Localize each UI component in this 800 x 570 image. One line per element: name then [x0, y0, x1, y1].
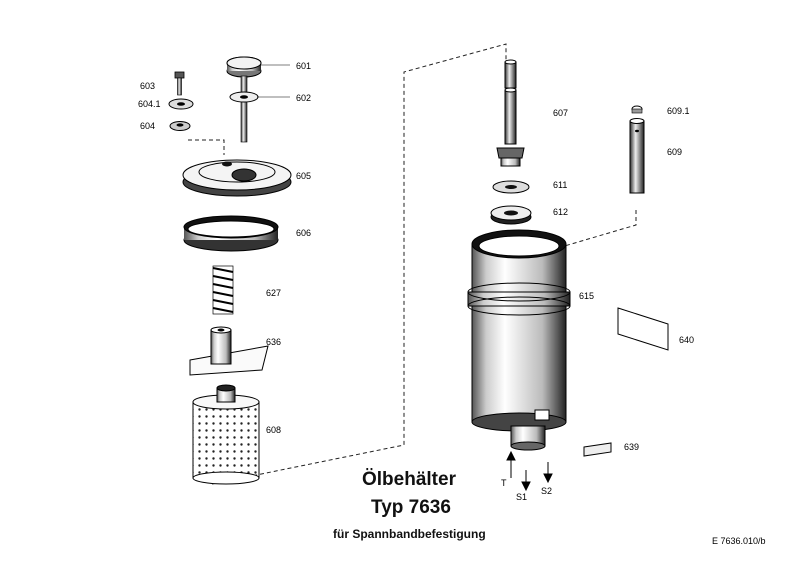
part-602-rod: [229, 75, 259, 143]
label-flow-s2: S2: [541, 486, 552, 496]
label-627: 627: [266, 288, 281, 298]
label-636: 636: [266, 337, 281, 347]
label-602: 602: [296, 93, 311, 103]
part-640-band: [617, 307, 669, 351]
label-609: 609: [667, 147, 682, 157]
part-611-washer: [492, 180, 530, 194]
part-603-bolt: [174, 71, 185, 96]
label-612: 612: [553, 207, 568, 217]
label-608: 608: [266, 425, 281, 435]
part-636-sleeve: [189, 326, 269, 376]
label-604: 604: [140, 121, 155, 131]
label-603: 603: [140, 81, 155, 91]
diagram-subtitle: Typ 7636: [371, 497, 451, 518]
part-606-ring: [183, 215, 279, 252]
flow-arrows: [506, 450, 553, 492]
part-607-pipe: [496, 59, 525, 167]
label-615: 615: [579, 291, 594, 301]
leader-lines: [257, 64, 290, 98]
part-627-spring: [212, 265, 234, 315]
part-605-lid: [182, 159, 292, 197]
label-flow-t: T: [501, 478, 507, 488]
label-605: 605: [296, 171, 311, 181]
label-606: 606: [296, 228, 311, 238]
assembly-guide-lines: [188, 43, 669, 485]
label-609-1: 609.1: [667, 106, 690, 116]
diagram-title: Ölbehälter: [362, 469, 457, 490]
label-611: 611: [553, 180, 567, 190]
part-609-tube: [629, 118, 645, 194]
part-604-1-washer: [168, 98, 194, 110]
label-607: 607: [553, 108, 568, 118]
part-labels: 603 604.1 604 601 602 605 606 627 636 60…: [138, 61, 694, 502]
part-615-canister: [467, 229, 571, 451]
part-601-cap: [226, 56, 262, 78]
part-604-nut: [169, 121, 191, 131]
label-601: 601: [296, 61, 311, 71]
part-612-seal: [490, 205, 532, 225]
label-639: 639: [624, 442, 639, 452]
drawing-reference: E 7636.010/b: [712, 536, 766, 546]
label-flow-s1: S1: [516, 492, 527, 502]
part-639-strip: [583, 442, 612, 457]
part-608-filter: [192, 384, 260, 485]
diagram-caption: für Spannbandbefestigung: [333, 527, 486, 541]
label-604-1: 604.1: [138, 99, 161, 109]
label-640: 640: [679, 335, 694, 345]
part-609-1-cap: [631, 105, 643, 114]
